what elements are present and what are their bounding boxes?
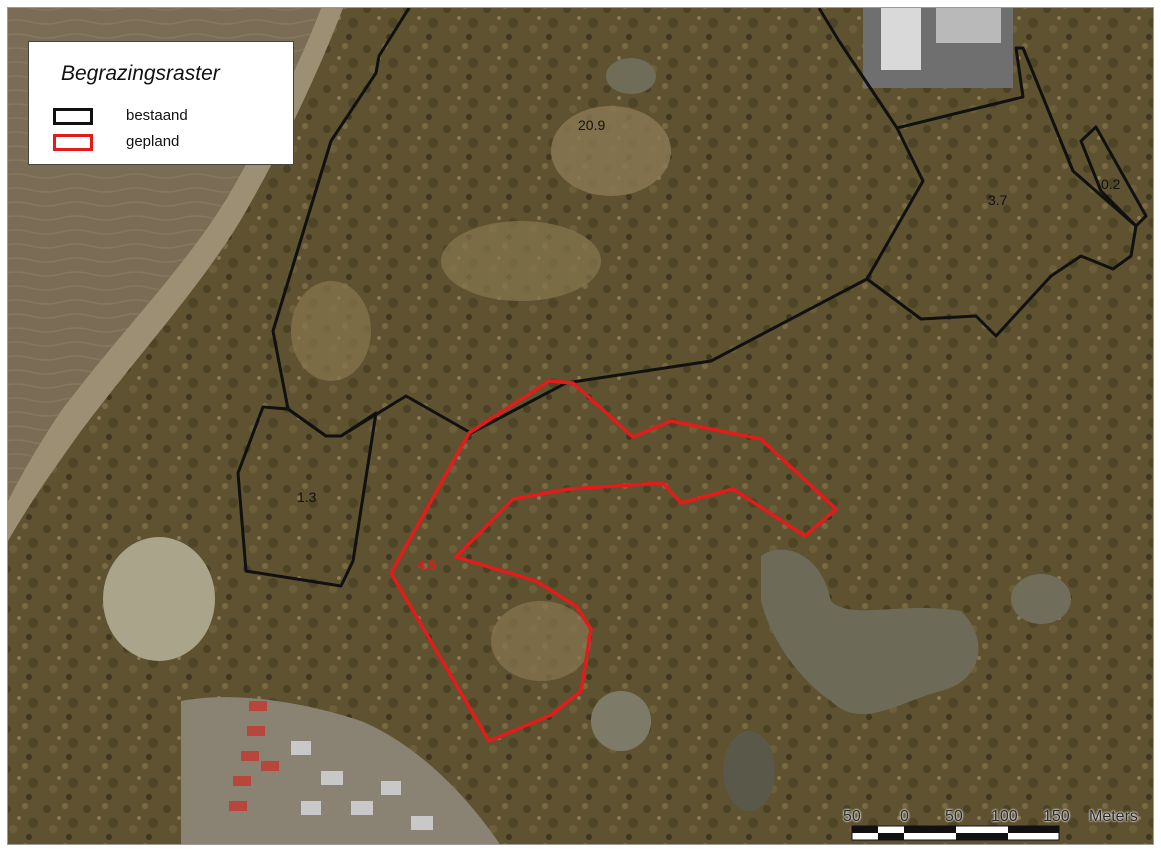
scale-segment	[956, 833, 1008, 840]
scale-tick-label: 100	[991, 808, 1018, 825]
area-label-3-7: 3.7	[988, 192, 1008, 208]
legend-item-planned: gepland	[53, 133, 283, 155]
meadow	[103, 537, 215, 661]
fence-polygon-3-7	[866, 46, 1138, 338]
map-frame[interactable]: Begrazingsraster bestaand gepland 20.9 3…	[7, 7, 1154, 845]
pond	[591, 691, 651, 751]
legend-swatch-planned	[53, 134, 93, 151]
fence-polygon-1-3	[236, 405, 378, 588]
scale-unit-label: Meters	[1089, 808, 1138, 825]
buildings	[291, 741, 433, 830]
scale-frame	[851, 825, 1060, 841]
legend-swatch-existing	[53, 108, 93, 125]
houses	[229, 701, 279, 811]
scale-tick-label: 150	[1043, 808, 1070, 825]
pond	[1011, 574, 1071, 624]
open-dune	[551, 106, 671, 196]
legend-item-existing: bestaand	[53, 107, 283, 129]
industrial-roof	[936, 8, 1001, 43]
fence-polygon-0-2	[1079, 125, 1148, 228]
scale-segment	[904, 826, 956, 833]
area-label-1-3: 1.3	[297, 489, 317, 505]
open-dune	[291, 281, 371, 381]
open-dune	[491, 601, 591, 681]
scale-tick-label: 50	[843, 808, 861, 825]
legend: Begrazingsraster bestaand gepland	[28, 41, 294, 165]
area-label-0-2: 0.2	[1101, 176, 1121, 192]
scale-tick-label: 50	[945, 808, 963, 825]
legend-label-planned: gepland	[126, 133, 180, 150]
aerial-map[interactable]	[8, 8, 1154, 845]
area-label-4-5: 4.5	[417, 557, 437, 573]
fence-polygon-4-5	[389, 379, 838, 743]
pond	[723, 731, 775, 811]
pond	[761, 549, 979, 714]
open-dune	[441, 221, 601, 301]
pond	[606, 58, 656, 94]
fence-polygon-20-9	[271, 8, 925, 438]
scale-segment	[852, 826, 878, 833]
industrial-roof	[881, 8, 921, 70]
existing-fence-polygons	[236, 8, 1148, 588]
scale-tick-label: 0	[900, 808, 909, 825]
scale-segment	[878, 833, 904, 840]
legend-label-existing: bestaand	[126, 107, 188, 124]
scale-segment	[1008, 826, 1059, 833]
legend-title: Begrazingsraster	[61, 62, 220, 85]
scale-bar	[851, 825, 1060, 841]
area-label-20-9: 20.9	[578, 117, 606, 133]
